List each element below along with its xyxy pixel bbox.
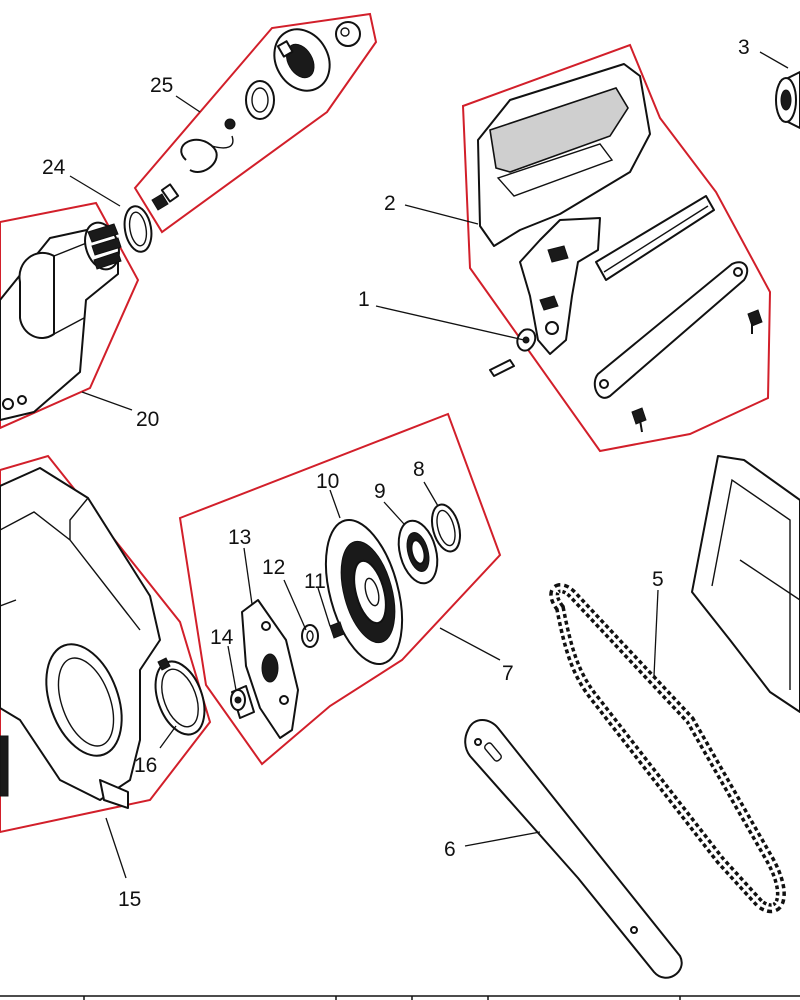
part-14-screw xyxy=(230,685,255,719)
callout-2: 2 xyxy=(384,192,396,215)
table-edge xyxy=(0,995,800,1000)
part-2-rear-handle xyxy=(477,63,763,433)
part-25-cord-anchor xyxy=(151,21,361,211)
part-11-pin xyxy=(329,621,345,639)
callout-20: 20 xyxy=(136,408,159,431)
callout-15: 15 xyxy=(118,888,141,911)
callout-25: 25 xyxy=(150,74,173,97)
part-10-gear xyxy=(324,518,404,666)
part-12-nut xyxy=(301,624,319,648)
group-outline-7 xyxy=(178,412,502,766)
callout-6: 6 xyxy=(444,838,456,861)
callout-14: 14 xyxy=(210,626,234,649)
part-20-motor-housing xyxy=(0,221,122,421)
part-13-plate xyxy=(241,599,299,739)
part-16-retaining-ring xyxy=(154,657,206,736)
callout-11: 11 xyxy=(304,570,326,593)
part-24-ring xyxy=(123,205,153,253)
callout-9: 9 xyxy=(374,480,386,503)
part-9-bearing xyxy=(397,519,439,585)
callout-12: 12 xyxy=(262,556,285,579)
callout-24: 24 xyxy=(42,156,66,179)
part-5-saw-chain xyxy=(549,583,786,914)
group-outline-25 xyxy=(133,12,378,234)
callout-7: 7 xyxy=(502,662,514,685)
group-outline-20 xyxy=(0,201,140,430)
part-8-washer xyxy=(430,503,462,553)
leader-lines xyxy=(69,51,789,879)
callout-1: 1 xyxy=(358,288,370,311)
group-outline-2 xyxy=(461,43,772,453)
part-3-end-cap xyxy=(775,71,800,129)
callout-8: 8 xyxy=(413,458,425,481)
part-15-chain-cover xyxy=(0,467,161,809)
callout-3: 3 xyxy=(738,36,750,59)
callout-labels: 1 2 3 5 6 7 8 9 10 11 12 13 14 15 16 20 … xyxy=(42,36,750,911)
callout-16: 16 xyxy=(134,754,157,777)
side-cover-partial xyxy=(691,455,800,713)
callout-13: 13 xyxy=(228,526,251,549)
callout-10: 10 xyxy=(316,470,339,493)
callout-5: 5 xyxy=(652,568,664,591)
group-outline-15 xyxy=(0,454,212,834)
part-6-guide-bar xyxy=(464,719,683,979)
